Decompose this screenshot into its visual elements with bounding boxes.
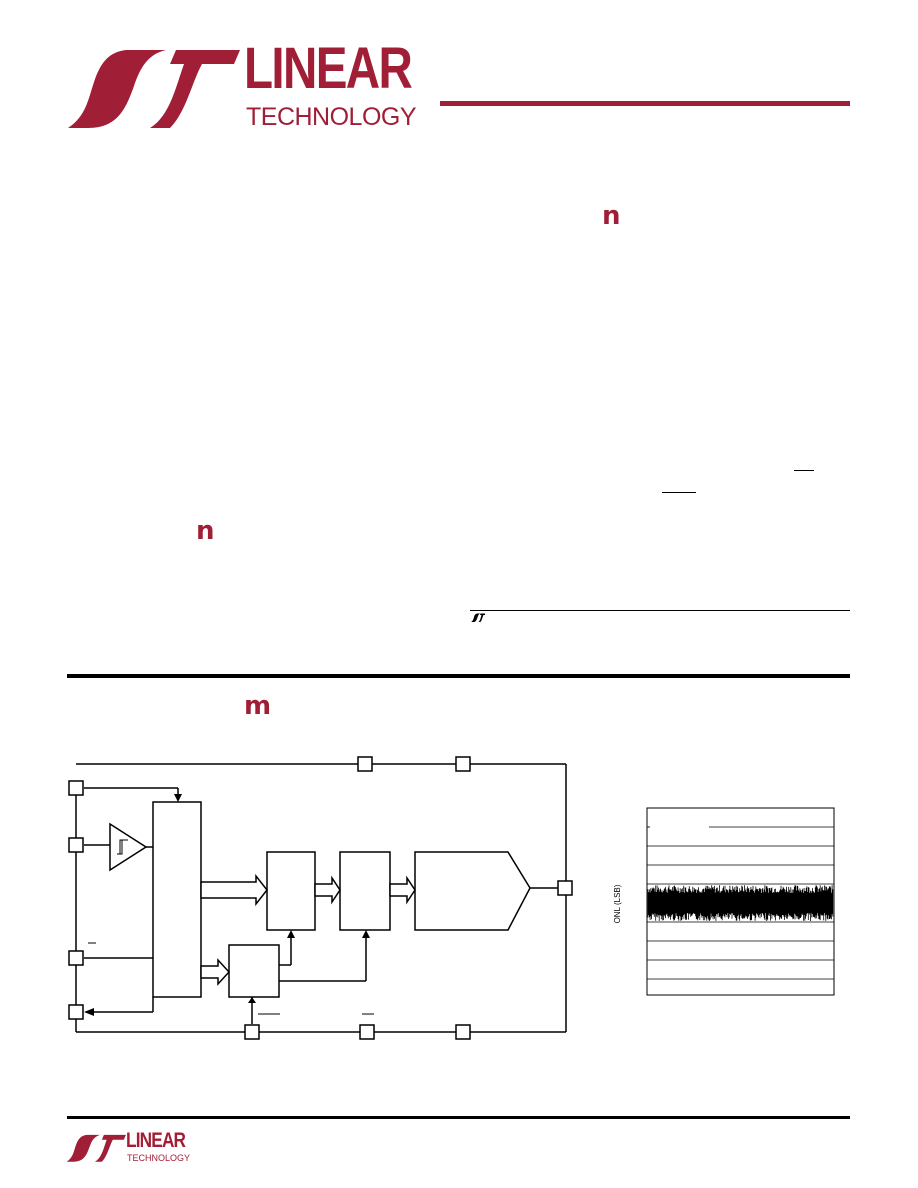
onl-graph: ONL (LSB) xyxy=(604,806,844,998)
header-rule xyxy=(440,101,850,106)
lt-logo-mark xyxy=(68,50,240,128)
footer-lt-logo-mark xyxy=(66,1134,126,1162)
brand-name-technology: TECHNOLOGY xyxy=(246,103,417,131)
noise-trace xyxy=(647,885,834,921)
applications-bullet-glyph: n xyxy=(196,516,215,546)
trademark-rule xyxy=(470,610,850,611)
features-bullet-glyph: n xyxy=(602,201,621,231)
lt-small-logo-icon xyxy=(471,613,485,622)
footer-logo: LINEAR TECHNOLOGY xyxy=(66,1129,196,1166)
block-diagram xyxy=(68,756,573,1040)
noise-trace-path xyxy=(647,885,834,921)
section-divider xyxy=(67,674,850,678)
brand-name-linear: LINEAR xyxy=(244,36,413,101)
onl-plot-area xyxy=(646,807,835,996)
overbar-2 xyxy=(662,492,696,493)
typical-application-glyph: m xyxy=(244,691,272,721)
footer-brand-technology: TECHNOLOGY xyxy=(127,1153,191,1163)
footer-brand-linear: LINEAR xyxy=(126,1129,186,1152)
overbar-1 xyxy=(794,470,814,471)
header-logo: LINEAR TECHNOLOGY xyxy=(66,38,446,134)
footer-rule xyxy=(67,1116,850,1119)
